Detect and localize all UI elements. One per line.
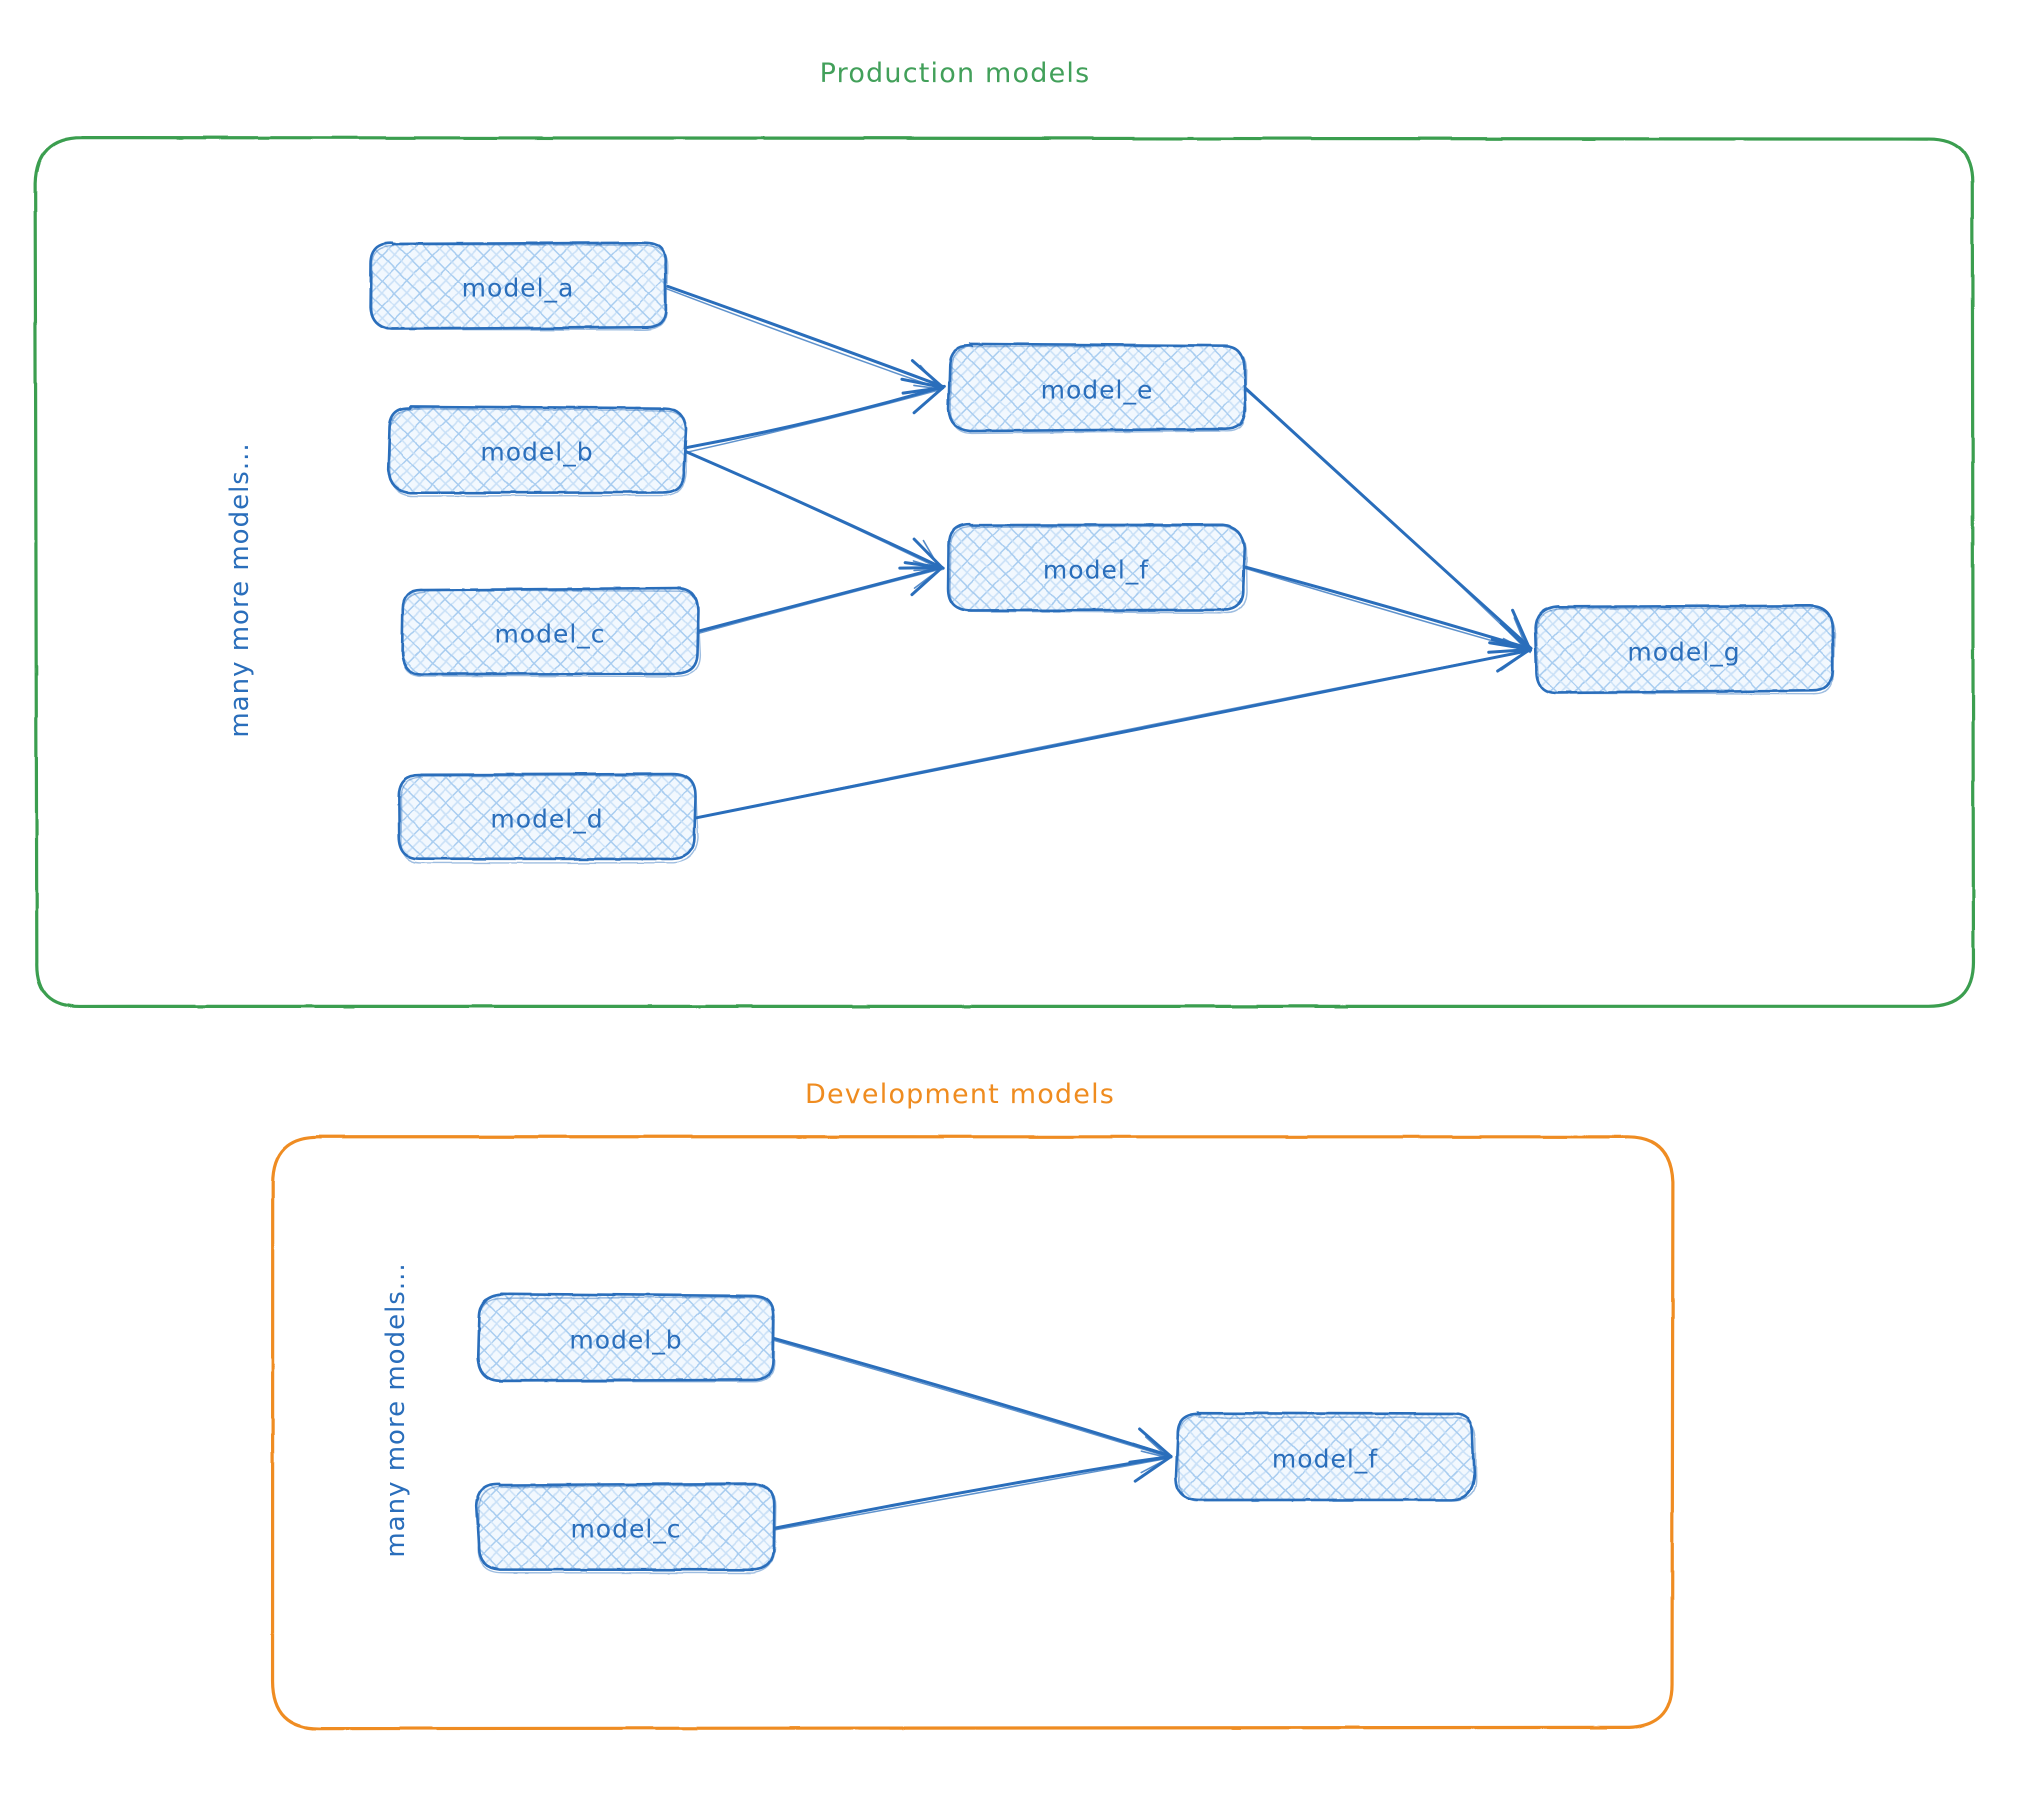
node-hitarea-prod_model_b[interactable] [389,407,685,492]
node-outline-pass-prod_model_d [400,775,699,864]
node-hitarea-prod_model_f[interactable] [948,525,1244,610]
node-hitarea-prod_model_a[interactable] [370,243,666,328]
node-outline-pass-prod_model_b [389,407,687,497]
group-container-development [270,1135,1675,1731]
node-dev_model_c[interactable] [475,1482,776,1572]
node-prod_model_e[interactable] [947,342,1247,433]
side-label-many-more-models-production: many more models... [225,442,255,738]
node-hitarea-dev_model_b[interactable] [478,1295,774,1380]
edge-dev_model_c-to-dev_model_f [771,1442,1173,1532]
node-hitarea-prod_model_d[interactable] [399,774,695,859]
edge-dev_model_b-to-dev_model_f [772,1336,1173,1464]
node-hitarea-dev_model_c[interactable] [478,1484,774,1569]
group-title-development: Development models [804,1079,1116,1110]
node-outline-pass-prod_model_e [950,345,1248,435]
edge-prod_model_e-to-prod_model_g [1242,385,1533,654]
node-outline-pass-prod_model_c [401,589,702,678]
node-outline-pass-dev_model_f [1177,1415,1477,1502]
node-hitarea-prod_model_c[interactable] [402,589,698,674]
edge-prod_model_b-to-prod_model_e [685,377,946,454]
node-hitarea-dev_model_f[interactable] [1177,1414,1473,1499]
node-prod_model_b[interactable] [386,405,688,495]
node-outline-pass-prod_model_f [949,525,1248,614]
node-outline-pass-dev_model_c [477,1484,777,1574]
edge-prod_model_b-to-prod_model_f [683,449,945,572]
edge-prod_model_a-to-prod_model_e [665,284,945,395]
edge-prod_model_c-to-prod_model_f [696,560,945,635]
node-outline-pass-prod_model_g [1535,607,1836,695]
node-hitarea-prod_model_g[interactable] [1536,607,1832,692]
node-outline-pass-prod_model_a [370,244,668,331]
node-outline-pass-dev_model_b [477,1296,776,1383]
group-container-production [33,135,1976,1009]
group-title-production: Production models [819,58,1091,89]
node-hitarea-prod_model_e[interactable] [949,345,1245,430]
side-label-many-more-models-development: many more models... [381,1262,411,1558]
edge-prod_model_d-to-prod_model_g [692,641,1533,820]
